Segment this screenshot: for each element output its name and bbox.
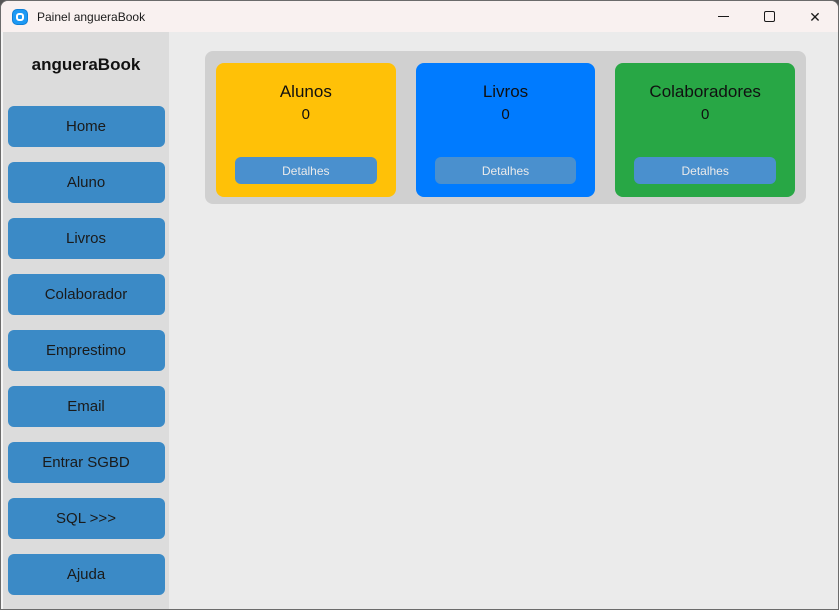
app-icon-inner	[16, 12, 24, 21]
window-title: Painel angueraBook	[37, 9, 146, 24]
sidebar-item-entrar-sgbd[interactable]: Entrar SGBD	[7, 442, 165, 483]
sidebar-item-livros[interactable]: Livros	[7, 218, 165, 259]
sidebar-item-aluno[interactable]: Aluno	[7, 162, 165, 203]
main-content: Alunos 0 Detalhes Livros 0 Detalhes Cola…	[169, 32, 838, 609]
card-alunos: Alunos 0 Detalhes	[216, 63, 396, 197]
card-title: Livros	[482, 82, 529, 101]
detalhes-button-livros[interactable]: Detalhes	[434, 157, 577, 184]
maximize-button[interactable]	[746, 1, 792, 32]
card-value: 0	[701, 106, 710, 123]
app-body: angueraBook Home Aluno Livros Colaborado…	[1, 32, 838, 609]
detalhes-button-alunos[interactable]: Detalhes	[235, 157, 377, 184]
sidebar-item-sql[interactable]: SQL >>>	[7, 498, 165, 539]
cards-panel: Alunos 0 Detalhes Livros 0 Detalhes Cola…	[205, 51, 806, 204]
sidebar-brand: angueraBook	[31, 55, 141, 74]
sidebar-item-home[interactable]: Home	[7, 106, 165, 147]
card-livros: Livros 0 Detalhes	[415, 63, 596, 197]
card-title: Colaboradores	[649, 82, 761, 101]
close-button[interactable]: ✕	[792, 1, 838, 32]
window-controls: ✕	[700, 1, 838, 32]
minimize-icon	[717, 16, 729, 17]
titlebar: Painel angueraBook ✕	[1, 1, 838, 32]
sidebar-item-ajuda[interactable]: Ajuda	[7, 554, 165, 595]
card-colaboradores: Colaboradores 0 Detalhes	[615, 63, 796, 197]
close-icon: ✕	[809, 8, 821, 25]
card-title: Alunos	[279, 82, 332, 101]
minimize-button[interactable]	[700, 1, 746, 32]
sidebar: angueraBook Home Aluno Livros Colaborado…	[1, 32, 169, 609]
app-icon	[12, 8, 28, 25]
card-value: 0	[501, 106, 510, 123]
detalhes-button-colaboradores[interactable]: Detalhes	[634, 157, 777, 184]
sidebar-item-colaborador[interactable]: Colaborador	[7, 274, 165, 315]
maximize-icon	[763, 11, 775, 22]
sidebar-item-emprestimo[interactable]: Emprestimo	[7, 330, 165, 371]
sidebar-item-email[interactable]: Email	[7, 386, 165, 427]
card-value: 0	[301, 106, 310, 123]
